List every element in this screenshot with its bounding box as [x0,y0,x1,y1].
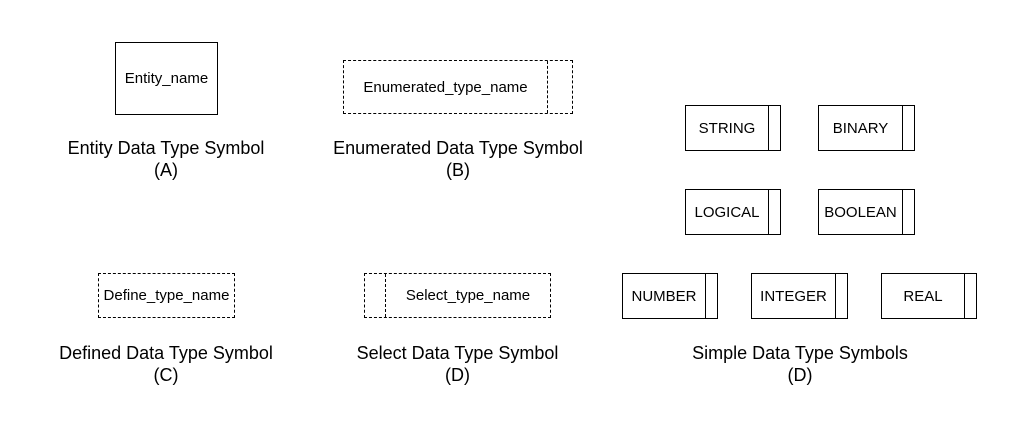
caption-enumerated-title: Enumerated Data Type Symbol [333,138,583,158]
select-symbol-label: Select_type_name [405,287,531,304]
caption-simple-title: Simple Data Type Symbols [692,343,908,363]
simple-symbol-binary: BINARY [818,105,915,151]
simple-symbol-divider [768,106,769,150]
simple-symbol-divider [768,190,769,234]
caption-simple: Simple Data Type Symbols (D) [660,342,940,386]
simple-symbol-label: INTEGER [760,287,827,305]
simple-symbol-divider [902,190,903,234]
caption-entity-title: Entity Data Type Symbol [67,138,265,158]
simple-symbol-divider [964,274,965,318]
caption-select: Select Data Type Symbol (D) [330,342,585,386]
caption-select-tag: (D) [445,365,470,385]
simple-symbol-integer: INTEGER [751,273,848,319]
caption-entity: Entity Data Type Symbol (A) [40,137,292,181]
defined-symbol-label: Define_type_name [103,287,230,304]
caption-defined-tag: (C) [153,365,179,385]
simple-symbol-divider [835,274,836,318]
select-symbol-divider [385,274,386,317]
caption-select-title: Select Data Type Symbol [356,343,559,363]
caption-defined: Defined Data Type Symbol (C) [36,342,296,386]
simple-symbol-boolean: BOOLEAN [818,189,915,235]
simple-symbol-divider [705,274,706,318]
caption-entity-tag: (A) [154,160,178,180]
caption-simple-tag: (D) [787,365,813,385]
simple-symbol-logical: LOGICAL [685,189,781,235]
caption-enumerated: Enumerated Data Type Symbol (B) [310,137,606,181]
simple-symbol-number: NUMBER [622,273,718,319]
select-symbol: Select_type_name [364,273,551,318]
simple-symbol-string: STRING [685,105,781,151]
simple-symbol-divider [902,106,903,150]
simple-symbol-label: REAL [903,287,943,305]
caption-enumerated-tag: (B) [446,160,470,180]
simple-symbol-label: LOGICAL [694,203,760,221]
simple-symbol-label: BINARY [832,119,889,137]
enumerated-symbol-label: Enumerated_type_name [363,78,528,96]
simple-symbol-label: BOOLEAN [824,203,897,221]
simple-symbol-label: NUMBER [631,287,697,305]
entity-symbol-label: Entity_name [124,70,209,87]
enumerated-symbol-divider [547,61,548,113]
caption-defined-title: Defined Data Type Symbol [59,343,273,363]
defined-symbol: Define_type_name [98,273,235,318]
simple-symbol-label: STRING [698,119,756,137]
simple-symbol-real: REAL [881,273,977,319]
entity-symbol: Entity_name [115,42,218,115]
enumerated-symbol: Enumerated_type_name [343,60,573,114]
